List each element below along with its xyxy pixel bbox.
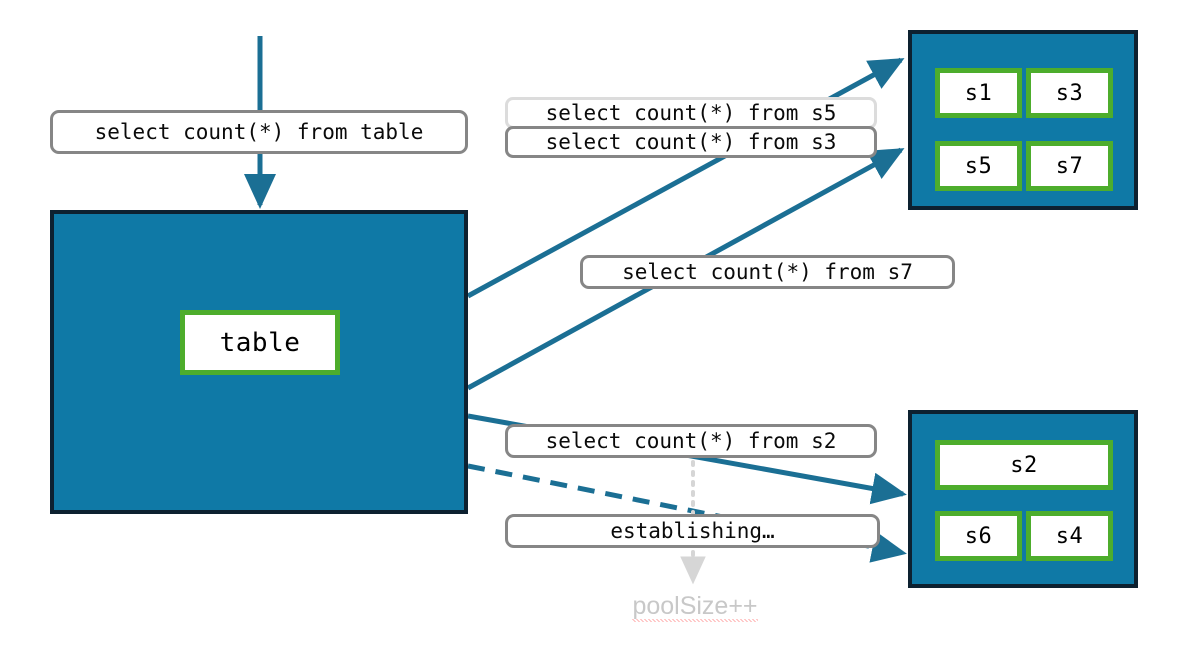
session-pool-bottom-container — [908, 410, 1138, 588]
poolsize-text: poolSize++ — [632, 592, 758, 622]
label-query-s2[interactable]: select count(*) from s2 — [505, 424, 877, 458]
node-session-s4[interactable]: s4 — [1026, 511, 1113, 561]
label-query-s7[interactable]: select count(*) from s7 — [580, 255, 955, 289]
poolsize-annotation: poolSize++ — [600, 592, 790, 622]
node-session-s2[interactable]: s2 — [935, 440, 1113, 490]
label-establishing[interactable]: establishing… — [505, 514, 880, 548]
label-query-s5[interactable]: select count(*) from s5 — [505, 97, 877, 129]
label-query-table[interactable]: select count(*) from table — [50, 110, 468, 154]
node-session-s5[interactable]: s5 — [935, 141, 1022, 191]
node-session-s1[interactable]: s1 — [935, 68, 1022, 118]
node-session-s3[interactable]: s3 — [1026, 68, 1113, 118]
node-table[interactable]: table — [180, 310, 340, 375]
label-query-s3[interactable]: select count(*) from s3 — [505, 126, 877, 158]
node-session-s6[interactable]: s6 — [935, 511, 1022, 561]
node-session-s7[interactable]: s7 — [1026, 141, 1113, 191]
